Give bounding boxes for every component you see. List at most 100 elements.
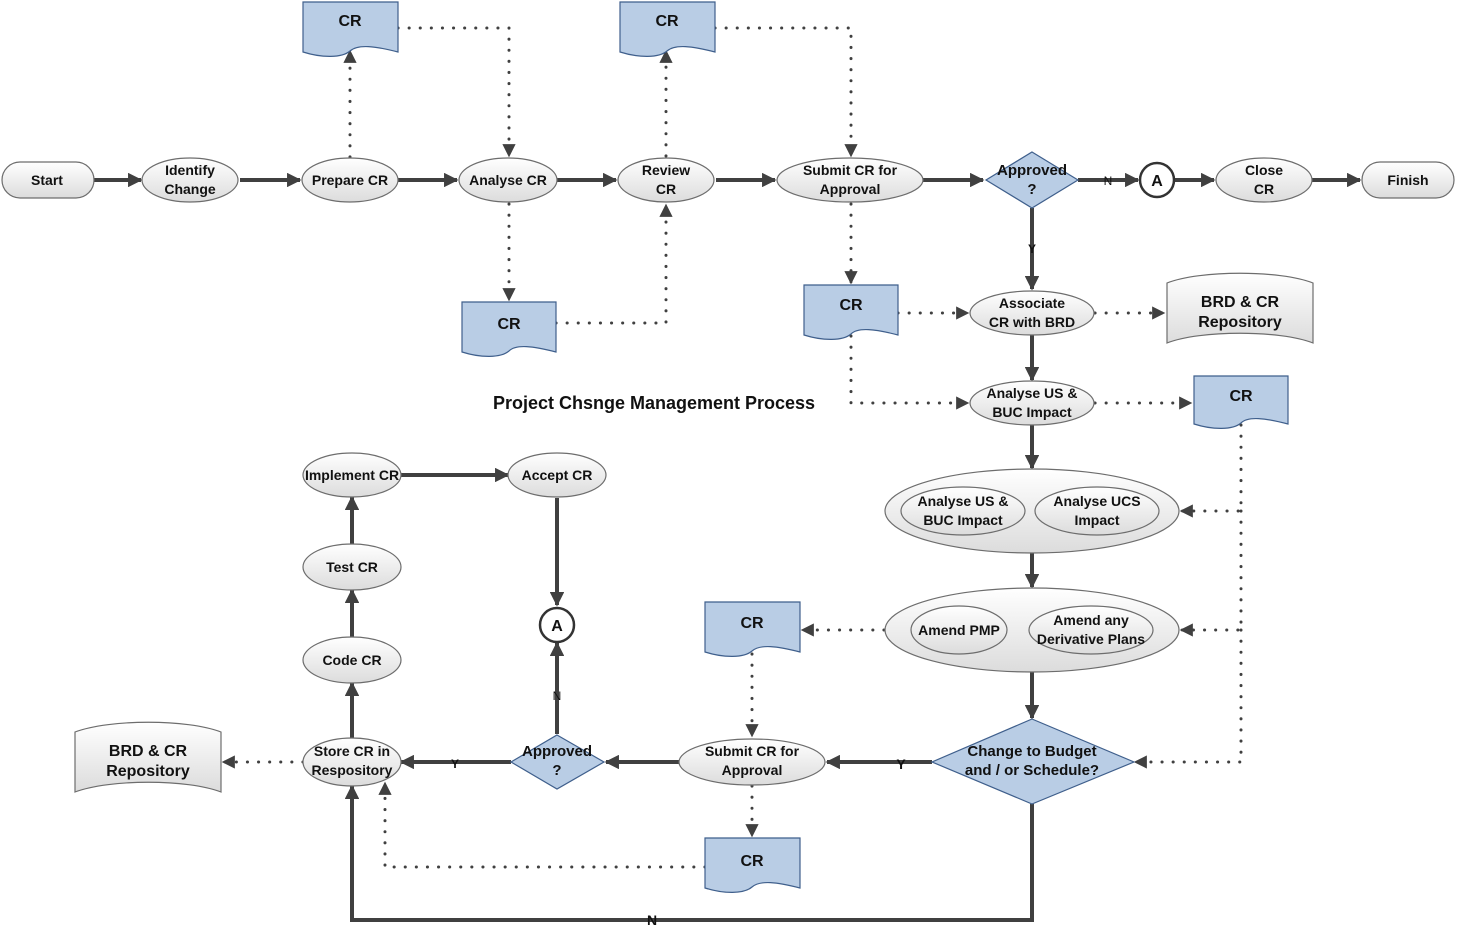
node-test-cr: Test CR: [302, 543, 402, 591]
dotted-doc5-change: [1133, 628, 1243, 769]
svg-text:Approved: Approved: [997, 162, 1067, 179]
dotted-doc4-analyseus: [849, 334, 970, 410]
node-amend-derivative-plans: Amend any Derivative Plans: [1028, 605, 1154, 655]
svg-text:Code CR: Code CR: [322, 652, 381, 668]
svg-text:Start: Start: [31, 172, 63, 188]
node-code-cr: Code CR: [302, 636, 402, 684]
svg-text:Approval: Approval: [820, 181, 881, 197]
svg-text:Associate: Associate: [999, 295, 1065, 311]
svg-text:A: A: [551, 618, 563, 635]
svg-text:Submit CR for: Submit CR for: [705, 743, 800, 759]
decision-approved-bottom: Approved ?: [509, 734, 606, 790]
node-submit-cr-bottom: Submit CR for Approval: [678, 738, 826, 786]
dotted-doc7-store: [378, 781, 707, 869]
svg-text:Test CR: Test CR: [326, 559, 378, 575]
document-cr-2: CR: [619, 1, 716, 57]
svg-text:Approved: Approved: [522, 743, 592, 760]
edge-labels: N Y Y Y N N: [451, 174, 1112, 928]
svg-text:CR: CR: [497, 316, 521, 333]
dotted-doc2-submit: [713, 26, 858, 158]
node-finish: Finish: [1361, 161, 1455, 199]
edge-label-n-bottom: N: [647, 912, 657, 928]
svg-text:Close: Close: [1245, 162, 1283, 178]
svg-text:Identify: Identify: [165, 162, 215, 178]
svg-text:and / or Schedule?: and / or Schedule?: [965, 762, 1099, 779]
svg-text:BUC Impact: BUC Impact: [992, 404, 1072, 420]
dotted-doc5-group2: [1179, 509, 1243, 637]
node-analyse-us-buc-inner: Analyse US & BUC Impact: [900, 486, 1026, 536]
group-impact-analysis: Analyse US & BUC Impact Analyse UCS Impa…: [884, 468, 1180, 554]
node-prepare-cr: Prepare CR: [301, 157, 399, 203]
svg-text:Prepare CR: Prepare CR: [312, 172, 388, 188]
document-cr-6: CR: [704, 601, 801, 657]
svg-text:CR: CR: [655, 13, 679, 30]
svg-text:CR: CR: [656, 181, 676, 197]
svg-text:CR: CR: [1229, 388, 1253, 405]
dotted-doc3-review: [554, 203, 673, 325]
connector-a-top: A: [1138, 161, 1176, 199]
dotted-doc5-group1: [1179, 423, 1243, 518]
solid-flow-arrows: [94, 172, 1362, 922]
svg-text:Review: Review: [642, 162, 690, 178]
svg-text:CR: CR: [740, 615, 764, 632]
node-implement-cr: Implement CR: [302, 452, 402, 498]
document-cr-1: CR: [302, 1, 399, 57]
dotted-doc1-analyse: [396, 26, 516, 158]
svg-text:Amend any: Amend any: [1053, 612, 1129, 628]
svg-text:Repository: Repository: [1198, 314, 1282, 331]
dotted-flow-arrows: [221, 26, 1243, 869]
repository-brd-cr-bottom: BRD & CR Repository: [74, 721, 222, 793]
edge-label-n-approved: N: [553, 689, 562, 703]
svg-text:Amend PMP: Amend PMP: [918, 622, 1000, 638]
node-review-cr: Review CR: [617, 157, 715, 203]
node-analyse-cr: Analyse CR: [458, 157, 558, 203]
node-store-cr: Store CR in Respository: [302, 737, 402, 787]
svg-text:CR: CR: [839, 297, 863, 314]
svg-text:Respository: Respository: [312, 762, 393, 778]
svg-text:BUC Impact: BUC Impact: [923, 512, 1003, 528]
node-amend-pmp: Amend PMP: [910, 605, 1008, 655]
diagram-title: Project Chsnge Management Process: [493, 393, 815, 413]
svg-text:Implement CR: Implement CR: [305, 467, 399, 483]
document-cr-3: CR: [461, 301, 557, 357]
svg-text:Analyse UCS: Analyse UCS: [1053, 493, 1140, 509]
svg-text:Repository: Repository: [106, 763, 190, 780]
repository-brd-cr-top: BRD & CR Repository: [1166, 272, 1314, 344]
svg-text:CR: CR: [740, 853, 764, 870]
svg-text:?: ?: [552, 762, 561, 779]
svg-text:BRD & CR: BRD & CR: [109, 743, 188, 760]
svg-text:Finish: Finish: [1387, 172, 1428, 188]
document-cr-7: CR: [704, 837, 801, 893]
svg-text:Accept CR: Accept CR: [522, 467, 593, 483]
node-identify-change: Identify Change: [141, 157, 239, 203]
svg-text:Submit CR for: Submit CR for: [803, 162, 898, 178]
svg-text:Analyse US &: Analyse US &: [917, 493, 1008, 509]
edge-change-store-no: [344, 784, 1034, 922]
svg-text:?: ?: [1027, 181, 1036, 198]
svg-text:BRD & CR: BRD & CR: [1201, 294, 1280, 311]
edge-label-y-change: Y: [896, 756, 906, 772]
svg-text:CR: CR: [1254, 181, 1274, 197]
node-start: Start: [1, 161, 95, 199]
group-amend-plans: Amend PMP Amend any Derivative Plans: [884, 587, 1180, 673]
node-close-cr: Close CR: [1215, 157, 1313, 203]
edge-label-y-store: Y: [451, 757, 459, 771]
node-analyse-us-buc: Analyse US & BUC Impact: [969, 380, 1095, 426]
svg-text:CR: CR: [338, 13, 362, 30]
node-associate-cr: Associate CR with BRD: [969, 290, 1095, 336]
svg-text:Change: Change: [164, 181, 216, 197]
svg-text:Analyse US &: Analyse US &: [986, 385, 1077, 401]
document-cr-5: CR: [1193, 375, 1289, 429]
svg-text:Analyse CR: Analyse CR: [469, 172, 547, 188]
svg-text:Change to Budget: Change to Budget: [967, 743, 1096, 760]
node-accept-cr: Accept CR: [507, 452, 607, 498]
svg-text:CR with BRD: CR with BRD: [989, 314, 1075, 330]
svg-text:Impact: Impact: [1074, 512, 1119, 528]
svg-text:A: A: [1151, 173, 1163, 190]
document-cr-4: CR: [803, 284, 899, 340]
connector-a-bottom: A: [538, 606, 576, 644]
svg-text:Store CR in: Store CR in: [314, 743, 390, 759]
svg-text:Derivative Plans: Derivative Plans: [1037, 631, 1145, 647]
edge-label-n-top: N: [1104, 174, 1113, 188]
